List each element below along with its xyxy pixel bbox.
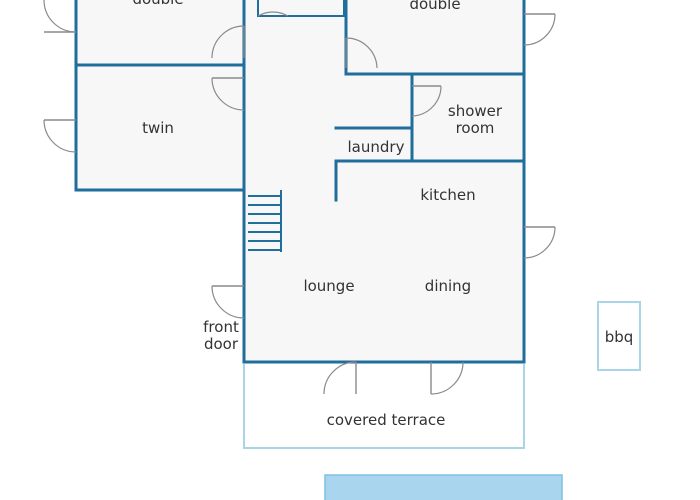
label-twin: twin	[142, 119, 174, 137]
pool	[324, 474, 563, 500]
door-hall-left[interactable]	[211, 25, 245, 59]
bbq-outline	[597, 301, 641, 371]
door-closet[interactable]	[257, 11, 289, 17]
label-dining: dining	[425, 277, 471, 295]
label-kitchen: kitchen	[420, 186, 475, 204]
stairs	[248, 190, 282, 252]
door-front[interactable]	[211, 285, 245, 319]
label-shower-line1: shower	[448, 102, 503, 120]
room-shower[interactable]	[410, 72, 526, 163]
door-shower[interactable]	[411, 85, 442, 117]
label-terrace: covered terrace	[327, 411, 446, 429]
label-bbq: bbq	[605, 328, 634, 346]
hall-closet	[257, 0, 345, 17]
door-terrace-right[interactable]	[430, 361, 464, 395]
door-kitchen-side[interactable]	[523, 226, 556, 259]
door-twin[interactable]	[43, 119, 77, 153]
label-double-left: double	[132, 0, 183, 8]
room-twin[interactable]	[74, 63, 246, 192]
room-laundry[interactable]	[334, 126, 414, 202]
label-double-right: double	[409, 0, 460, 13]
door-double-right-hall[interactable]	[345, 37, 378, 69]
label-front-line1: front	[203, 318, 239, 336]
door-double-left[interactable]	[43, 0, 77, 33]
floor-fill	[76, 0, 524, 362]
room-double-right[interactable]	[344, 0, 526, 76]
label-laundry: laundry	[348, 138, 405, 156]
label-lounge: lounge	[303, 277, 354, 295]
door-terrace-left[interactable]	[323, 361, 357, 395]
covered-terrace-outline	[243, 364, 525, 449]
door-twin-hall[interactable]	[211, 77, 245, 111]
label-front-line2: door	[204, 335, 239, 353]
room-kitchen-lounge-dining[interactable]	[242, 159, 526, 364]
door-double-right[interactable]	[523, 13, 556, 46]
label-shower-line2: room	[456, 119, 495, 137]
